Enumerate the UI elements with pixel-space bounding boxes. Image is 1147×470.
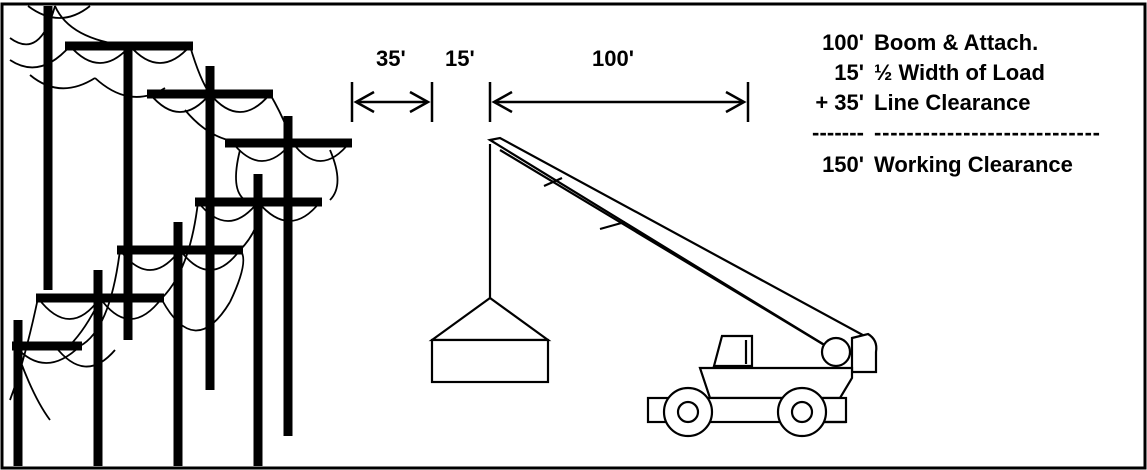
arrow-100-left-head xyxy=(491,90,513,114)
rear-wheel-hub xyxy=(790,400,814,424)
boom-pivot xyxy=(820,336,852,368)
crane xyxy=(428,136,878,438)
arrow-100-right-head xyxy=(725,90,747,114)
arrow-35-left-head xyxy=(353,90,375,114)
load-sling xyxy=(428,296,552,342)
dim-boom: 100' xyxy=(592,46,634,71)
pole-shafts xyxy=(13,6,293,466)
boom-section-2 xyxy=(599,220,626,231)
carrier-upper xyxy=(698,366,854,400)
clearance-calculation: 100' Boom & Attach. 15' ½ Width of Load … xyxy=(812,30,1100,177)
boom-mount xyxy=(850,332,878,374)
calc-divider-left: ------- xyxy=(812,120,864,145)
calc-row-3-label: Line Clearance xyxy=(874,90,1031,115)
pole-crossarms xyxy=(12,41,352,351)
calc-row-3-value: + 35' xyxy=(815,90,864,115)
power-line-poles xyxy=(9,5,352,466)
calc-row-2-value: 15' xyxy=(834,60,864,85)
calc-total-value: 150' xyxy=(822,152,864,177)
front-wheel-hub xyxy=(676,400,700,424)
dimension-arrows xyxy=(350,82,750,122)
arrow-35-right-head xyxy=(409,90,431,114)
boom-section-1 xyxy=(543,176,563,188)
load-box xyxy=(430,338,550,384)
calc-row-1-value: 100' xyxy=(822,30,864,55)
calc-row-1-label: Boom & Attach. xyxy=(874,30,1038,55)
crane-cab xyxy=(712,334,754,368)
calc-divider-right: ---------------------------- xyxy=(874,120,1100,145)
dim-line-clearance: 35' xyxy=(376,46,406,71)
calc-row-2-label: ½ Width of Load xyxy=(874,60,1045,85)
crane-boom xyxy=(487,136,874,357)
boom-inner-line xyxy=(499,149,837,353)
calc-total-label: Working Clearance xyxy=(874,152,1073,177)
dim-half-width: 15' xyxy=(445,46,475,71)
